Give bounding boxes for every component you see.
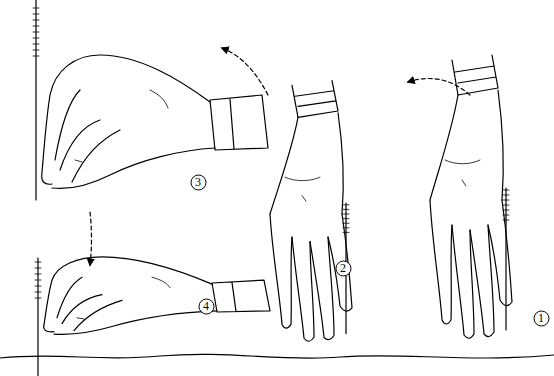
callout-number: 4 xyxy=(198,298,215,315)
needle xyxy=(33,0,39,200)
needle xyxy=(35,258,41,376)
hand-drawing xyxy=(430,55,512,338)
motion-arrow xyxy=(90,212,92,265)
hand-drawing xyxy=(270,81,352,342)
motion-arrow xyxy=(222,48,268,95)
motion-arrow xyxy=(408,78,470,95)
skin-line xyxy=(0,354,554,358)
step-number: 3 xyxy=(190,174,207,191)
hand-drawing xyxy=(42,55,268,188)
callout-number: 3 xyxy=(190,174,207,191)
callout-number: 1 xyxy=(533,310,550,327)
step-number: 4 xyxy=(198,298,215,315)
callout-number: 2 xyxy=(335,260,352,277)
step-number: 1 xyxy=(533,310,550,327)
step-number: 2 xyxy=(335,260,352,277)
hand-drawing xyxy=(44,257,270,334)
